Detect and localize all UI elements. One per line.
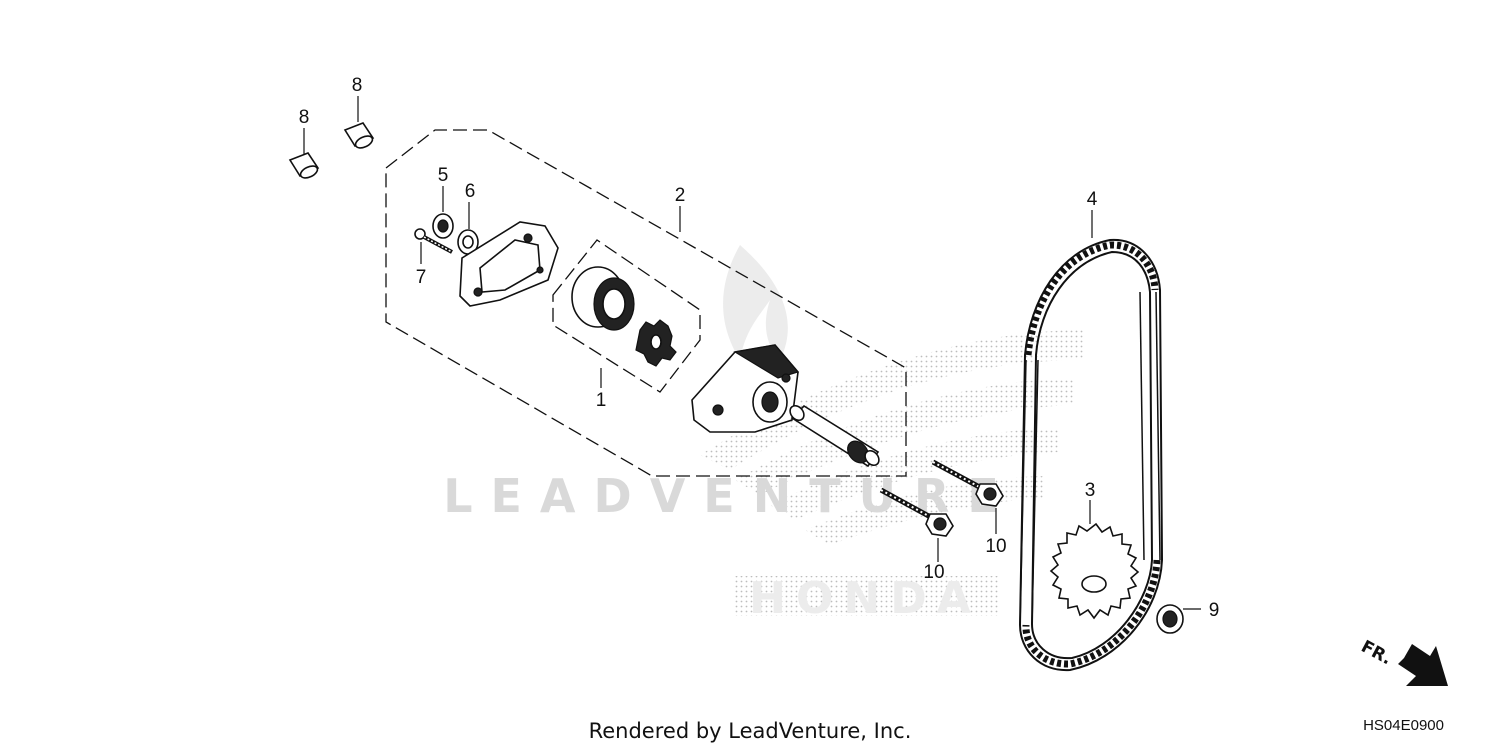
callout-5: 5: [438, 165, 449, 186]
flange-bolt-upper: [931, 459, 1004, 507]
callout-9: 9: [1209, 600, 1220, 621]
callout-3: 3: [1085, 480, 1096, 501]
sprocket: [1049, 522, 1140, 620]
rotor-set-outline: [552, 239, 701, 393]
pump-body: [691, 344, 800, 433]
leadventure-watermark-text: LEADVENTURE: [443, 469, 1017, 523]
oil-pump-assembly-outline: [385, 129, 907, 477]
callout-2: 2: [675, 185, 686, 206]
brand-watermark: HONDA LEADVENTURE: [443, 245, 1085, 624]
leader-lines: [303, 96, 1201, 610]
callout-1: 1: [596, 390, 607, 411]
callout-8-upper: 8: [352, 75, 363, 96]
pump-cover-plate: [459, 221, 559, 307]
washer: [457, 229, 479, 255]
pump-shaft: [789, 404, 880, 468]
arrow-icon: [1398, 644, 1448, 686]
callout-10-upper: 10: [985, 536, 1006, 557]
small-screw: [414, 228, 453, 254]
flange-bolt-lower: [879, 487, 954, 537]
circlip: [1156, 604, 1184, 634]
outer-rotor: [571, 266, 635, 331]
inner-rotor: [635, 319, 677, 367]
honda-watermark-text: HONDA: [749, 573, 981, 624]
callout-10-lower: 10: [923, 562, 944, 583]
diagram-code: HS04E0900: [1363, 717, 1444, 734]
callout-4: 4: [1087, 189, 1098, 210]
dowel-pin-lower: [288, 152, 320, 179]
callout-8-lower: 8: [299, 107, 310, 128]
render-credit: Rendered by LeadVenture, Inc.: [589, 719, 912, 743]
callout-7: 7: [416, 267, 427, 288]
lock-clip: [432, 213, 454, 239]
front-direction-indicator: FR.: [1358, 637, 1448, 686]
callout-labels: 8 8 5 6 7 2 1 4 3 9 10 10: [299, 75, 1220, 621]
callout-6: 6: [465, 181, 476, 202]
front-direction-label: FR.: [1358, 637, 1395, 669]
drive-chain: [1018, 238, 1164, 672]
dowel-pin-upper: [343, 122, 375, 149]
